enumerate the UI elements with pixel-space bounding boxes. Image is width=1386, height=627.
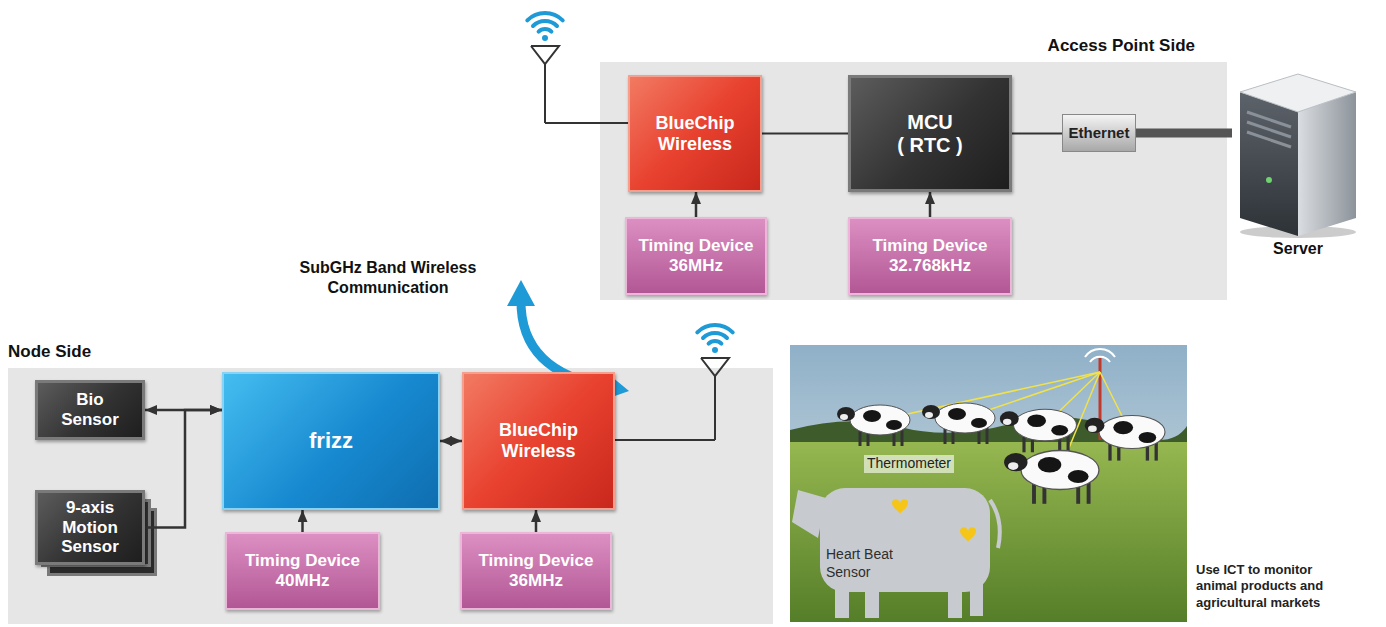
illustration-part <box>990 500 1000 548</box>
illustration-part <box>835 586 849 618</box>
illustration-part <box>703 333 727 338</box>
illustration-part <box>1085 349 1115 357</box>
box-label: Timing Device 36MHz <box>635 236 757 275</box>
illustration-part <box>865 586 879 618</box>
sensor-hub-box: frizz <box>222 372 440 510</box>
connector <box>695 192 698 217</box>
illustration-part <box>542 35 548 41</box>
illustration-part <box>1266 177 1272 183</box>
illustration-part <box>1004 451 1099 504</box>
panel-heading: Access Point Side <box>600 35 1227 57</box>
illustration-part <box>1298 92 1356 236</box>
sensor-box: Bio Sensor <box>35 380 145 440</box>
illustration-part <box>1240 74 1356 112</box>
caption-text: Use ICT to monitor animal products and a… <box>1196 562 1348 611</box>
illustration-part <box>697 325 732 332</box>
connector <box>929 192 932 217</box>
photo-label: Heart Beat Sensor <box>826 546 912 581</box>
illustration-part <box>709 341 722 344</box>
box-label: Ethernet <box>1069 124 1130 141</box>
connector <box>301 510 304 532</box>
illustration-part <box>792 488 990 618</box>
sensor-box: 9-axis Motion Sensor <box>35 490 145 565</box>
illustration-part <box>970 584 983 616</box>
access-point-panel: Access Point SideBlueChip WirelessMCU( R… <box>600 62 1227 300</box>
illustration-part <box>544 64 546 123</box>
cattle-photo <box>790 345 1187 622</box>
node-panel: Node SideBio Sensor9-axis Motion Sensorf… <box>8 368 773 624</box>
mcu-box: MCU( RTC ) <box>848 75 1012 192</box>
timing-device-box: Timing Device 36MHz <box>625 217 767 295</box>
illustration-part <box>1085 416 1165 461</box>
illustration-part <box>792 490 826 538</box>
illustration-part <box>714 376 716 440</box>
panel-heading: Node Side <box>8 341 773 363</box>
timing-device-box: Timing Device 36MHz <box>460 532 612 610</box>
timing-device-box: Timing Device 40MHz <box>225 532 380 610</box>
illustration-part <box>8 368 773 624</box>
illustration-part <box>790 442 1187 622</box>
illustration-part <box>507 280 535 306</box>
illustration-part <box>615 439 715 441</box>
box-label: ( RTC ) <box>897 134 963 157</box>
box-label: Timing Device 32.768kHz <box>867 236 993 275</box>
connector <box>1012 133 1062 135</box>
illustration-part <box>1240 92 1298 236</box>
connector <box>440 440 462 443</box>
illustration-part <box>600 62 1227 300</box>
connector <box>535 510 538 532</box>
illustration-part <box>1000 409 1077 452</box>
illustration-part <box>531 46 559 64</box>
connector <box>762 133 848 135</box>
illustration-part <box>527 13 562 20</box>
connector <box>145 410 222 528</box>
box-label: Timing Device 36MHz <box>473 551 599 590</box>
illustration-part <box>837 405 910 446</box>
illustration-part <box>790 345 1187 622</box>
illustration-part <box>820 488 990 592</box>
illustration-part <box>960 527 976 542</box>
panel-ground <box>8 62 1227 624</box>
connector <box>1136 129 1232 138</box>
box-label: 9-axis Motion Sensor <box>50 498 130 557</box>
illustration-part <box>545 122 628 124</box>
illustration-part <box>922 403 995 444</box>
illustration-part <box>701 358 729 376</box>
illustration-part <box>1090 357 1110 362</box>
box-label: BlueChip Wireless <box>639 113 751 154</box>
timing-device-box: Timing Device 32.768kHz <box>848 217 1012 295</box>
box-label: Timing Device 40MHz <box>240 551 366 590</box>
illustration-part <box>948 586 962 618</box>
box-label: frizz <box>309 428 353 453</box>
band-label: SubGHz Band Wireless Communication <box>288 258 488 298</box>
illustration-part <box>712 347 718 353</box>
wireless-chip-box: BlueChip Wireless <box>628 75 762 192</box>
illustration-part <box>1247 132 1291 147</box>
box-label: Server <box>1273 240 1323 258</box>
ethernet-box: Ethernet <box>1062 114 1136 152</box>
box-label: Bio Sensor <box>55 390 125 429</box>
server-node: Server <box>1232 66 1364 260</box>
illustration-part <box>539 29 552 32</box>
box-label: MCU <box>907 111 953 134</box>
wireless-chip-box: BlueChip Wireless <box>462 372 615 510</box>
illustration-part <box>892 499 908 514</box>
box-label: BlueChip Wireless <box>479 420 599 461</box>
server-icon <box>1240 74 1356 238</box>
illustration-part <box>533 21 557 26</box>
photo-label: Thermometer <box>864 455 954 473</box>
